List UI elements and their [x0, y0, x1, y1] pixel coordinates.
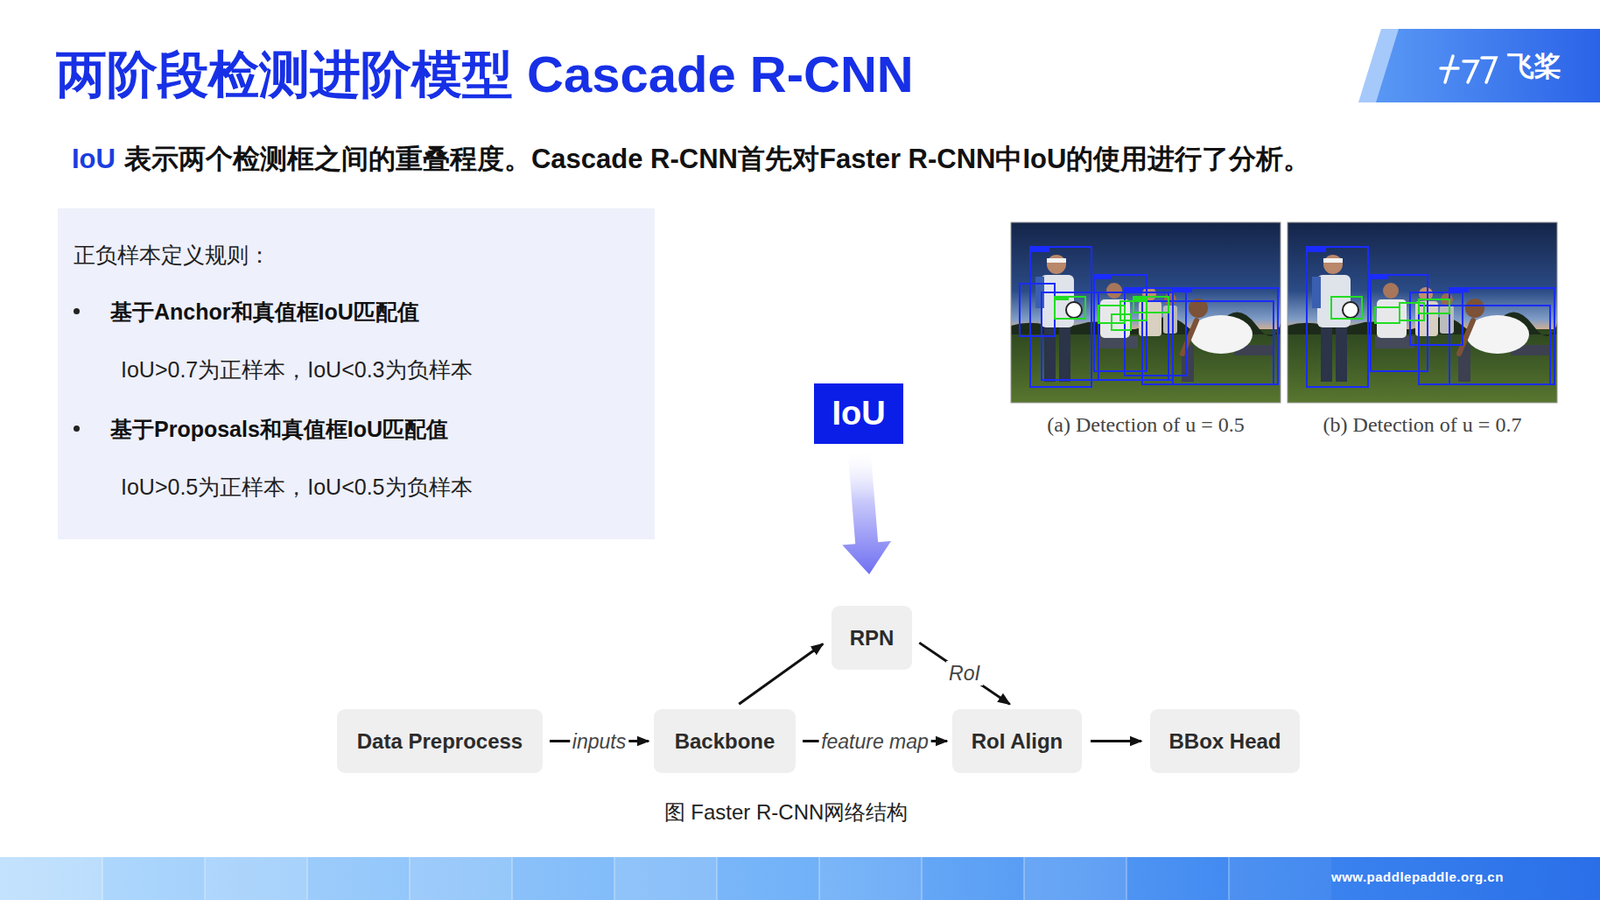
node-label: RoI Align — [971, 729, 1063, 754]
flow-arrow — [738, 643, 823, 704]
rule-heading: 基于Anchor和真值框IoU匹配值 — [110, 296, 420, 327]
brand-logo — [1358, 28, 1600, 103]
website-url: www.paddlepaddle.org.cn — [1331, 868, 1504, 886]
node-label: IoU — [831, 394, 885, 433]
edge-label: feature map — [818, 729, 932, 754]
image-caption: (b) Detection of u = 0.7 — [1282, 411, 1563, 438]
slide-title: 两阶段检测进阶模型 Cascade R-CNN — [56, 45, 914, 104]
rule-panel: 正负样本定义规则： 基于Anchor和真值框IoU匹配值 IoU>0.7为正样本，I… — [57, 208, 655, 540]
rule-text: IoU>0.7为正样本，IoU<0.3为负样本 — [120, 354, 473, 385]
subtitle-text: 表示两个检测框之间的重叠程度。Cascade R-CNN首先对Faster R-… — [124, 143, 1311, 175]
bullet-dot — [73, 425, 80, 432]
rule-heading: 基于Proposals和真值框IoU匹配值 — [110, 414, 449, 444]
process-box: RPN — [831, 605, 913, 670]
node-label: Backbone — [674, 729, 776, 754]
edge-label: inputs — [569, 729, 629, 754]
node-label: Data Preprocess — [357, 729, 523, 754]
flow-arrow — [1090, 739, 1142, 743]
panel-heading: 正负样本定义规则： — [73, 239, 271, 270]
logo-text: 飞桨 — [1507, 49, 1562, 85]
detection-photo — [1287, 222, 1558, 403]
flow-arrow — [919, 642, 1010, 704]
figure-caption: 图 Faster R-CNN网络结构 — [567, 799, 1005, 826]
node-label: BBox Head — [1168, 729, 1281, 754]
process-box: Data Preprocess — [336, 708, 543, 773]
bullet-dot — [73, 308, 80, 315]
iou-arrow — [842, 451, 892, 575]
process-box: BBox Head — [1150, 708, 1300, 773]
footer-band — [0, 856, 1600, 900]
subtitle-row: IoU表示两个检测框之间的重叠程度。Cascade R-CNN首先对Faster… — [71, 142, 1311, 176]
subtitle-keyword: IoU — [71, 143, 116, 175]
process-box: Backbone — [653, 708, 796, 773]
process-box: RoI Align — [952, 708, 1082, 773]
detection-photo — [1010, 222, 1281, 403]
image-caption: (a) Detection of u = 0.5 — [1005, 411, 1286, 438]
iou-box: IoU — [814, 383, 904, 444]
rule-text: IoU>0.5为正样本，IoU<0.5为负样本 — [120, 471, 473, 502]
edge-label: RoI — [946, 660, 983, 686]
node-label: RPN — [849, 625, 895, 651]
